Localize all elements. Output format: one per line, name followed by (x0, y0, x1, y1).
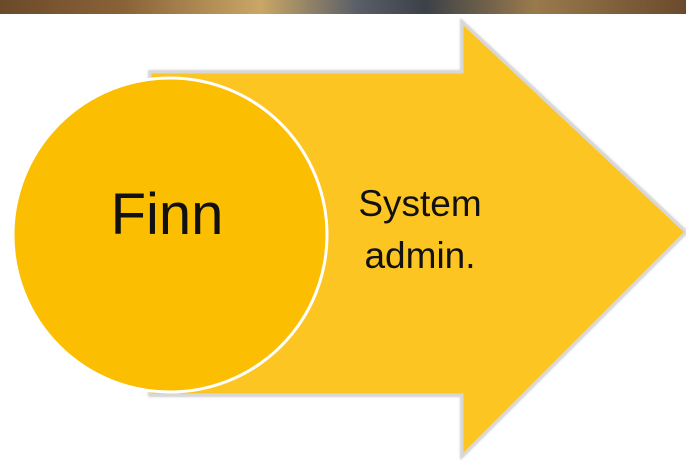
arrow-role-text: System admin. (325, 178, 515, 282)
background-photo-strip (0, 0, 686, 14)
name-circle (11, 76, 329, 394)
circle-name-text: Finn (110, 182, 224, 247)
arrow-role-line-2: admin. (364, 235, 476, 276)
arrow-role-line-1: System (358, 183, 482, 224)
